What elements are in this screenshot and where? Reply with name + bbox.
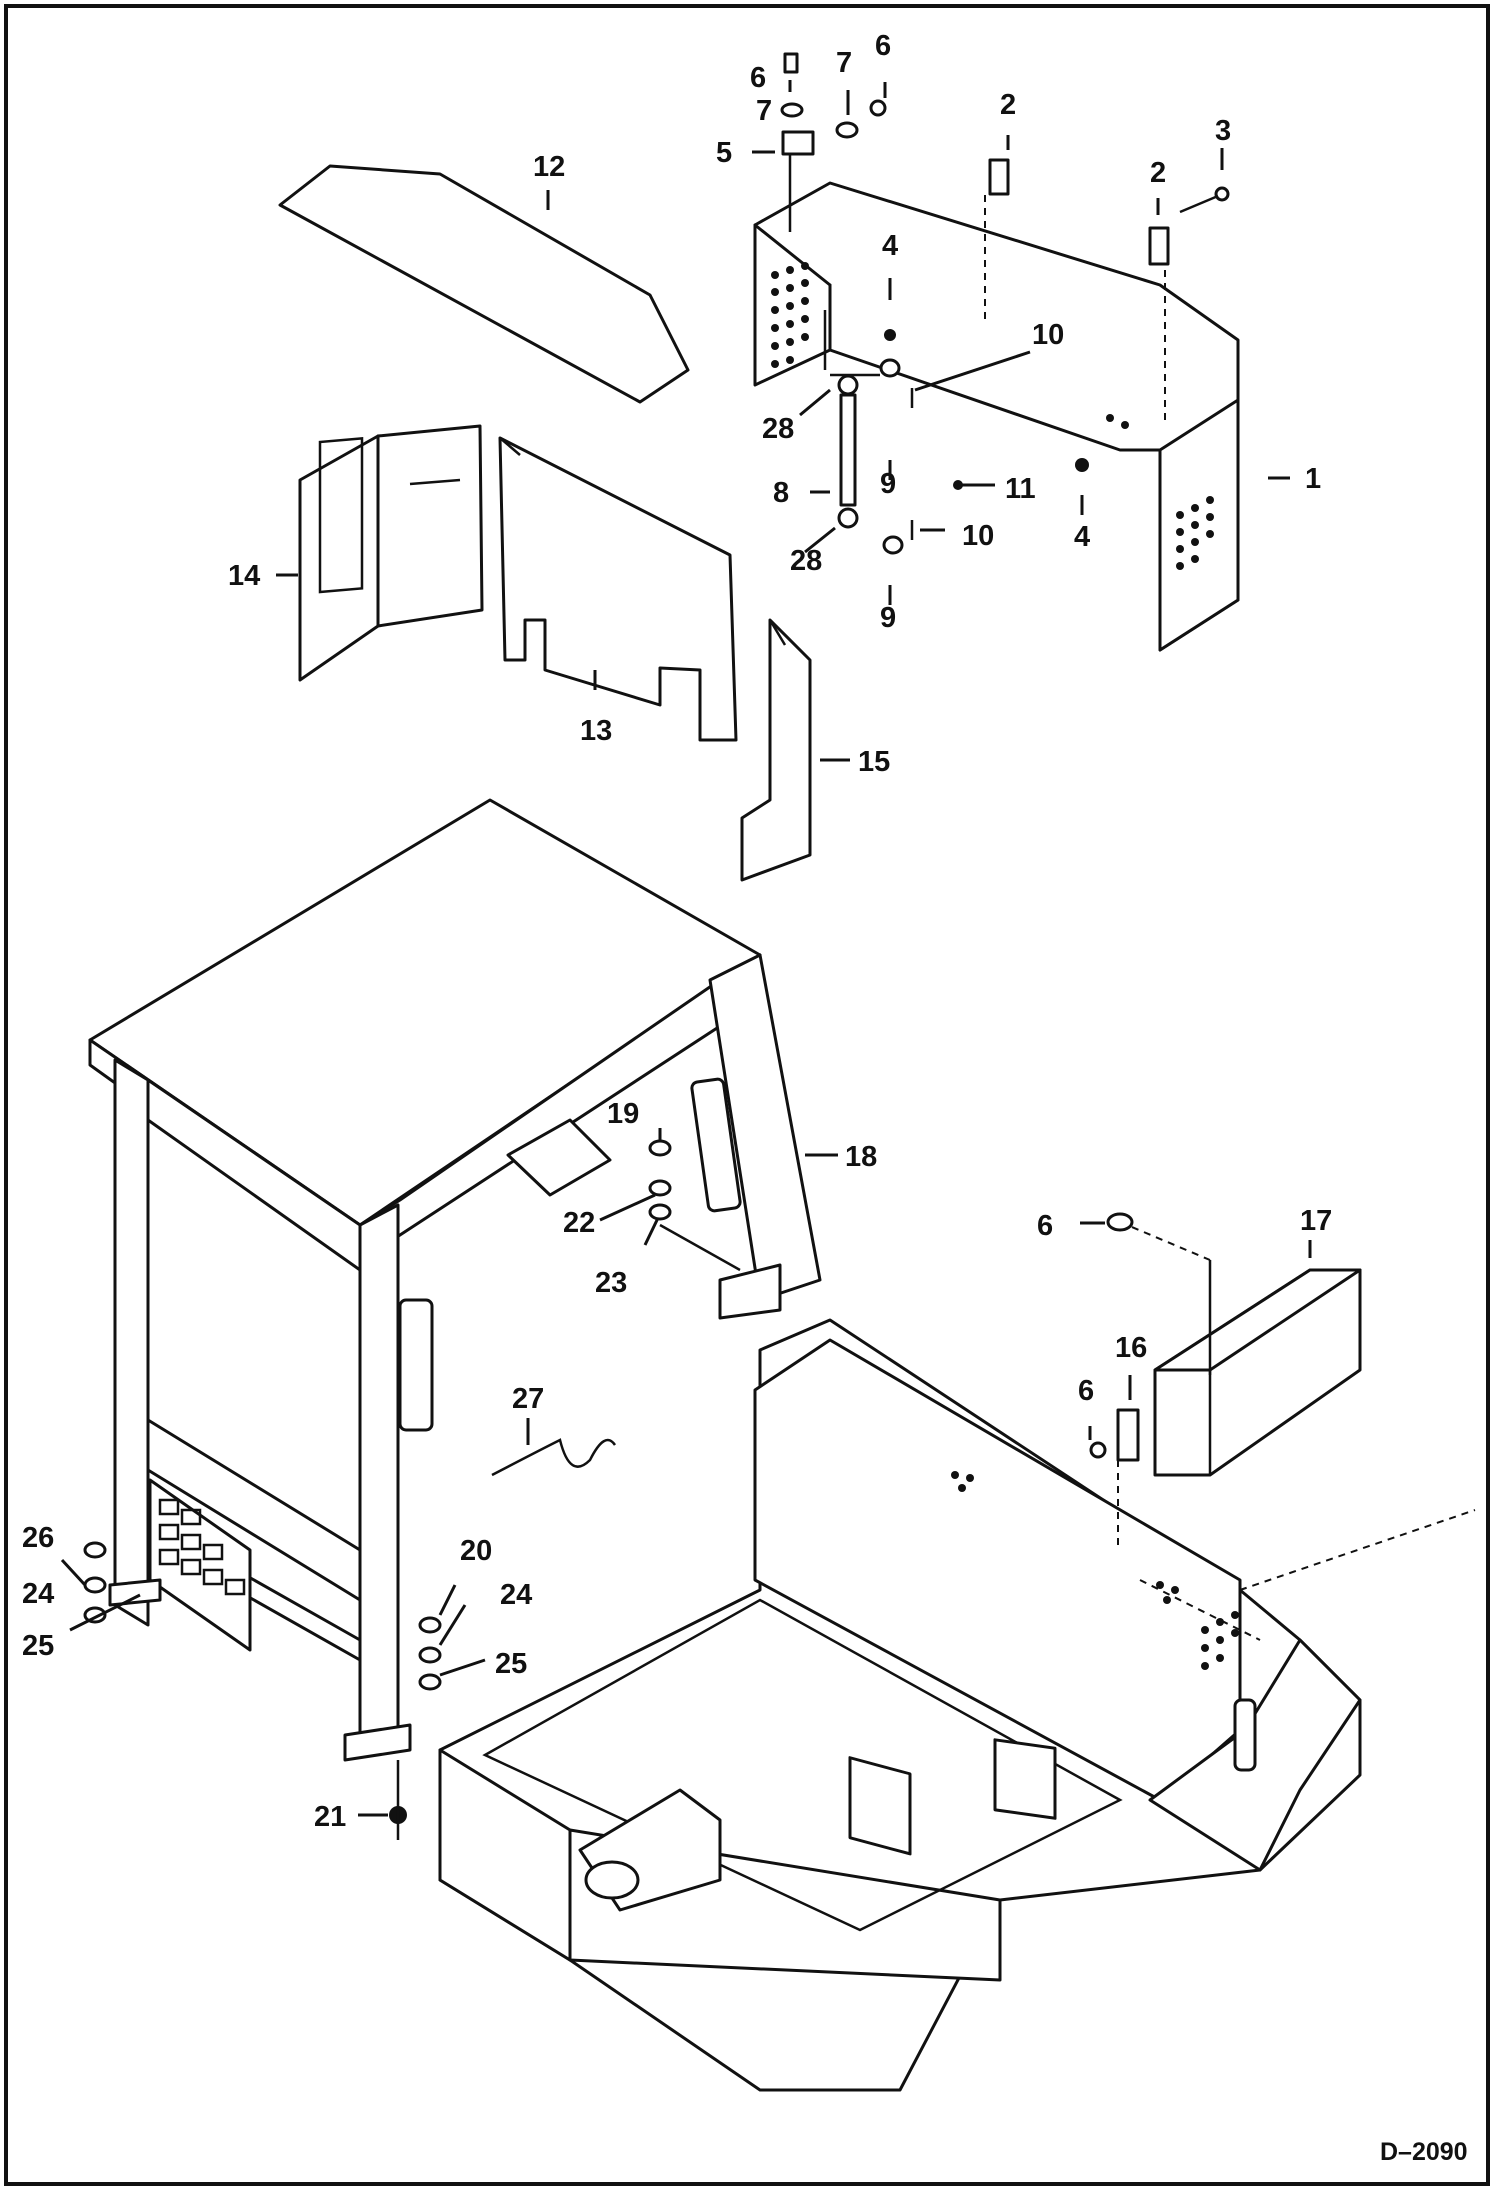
callout-10b: 10 [962, 520, 994, 552]
drawing-code: D–2090 [1380, 2138, 1468, 2166]
callout-3: 3 [1215, 115, 1231, 147]
callout-6d: 6 [1078, 1375, 1094, 1407]
callout-7b: 7 [756, 95, 772, 127]
part-16-bracket [1089, 1212, 1140, 1550]
callout-8: 8 [773, 477, 789, 509]
callouts: 12 1 2 2 3 4 4 5 6 6 7 7 10 28 9 11 8 10… [22, 30, 1332, 1833]
callout-12: 12 [533, 151, 565, 183]
callout-14: 14 [228, 560, 260, 592]
part-12-top-panel [278, 164, 690, 404]
part-13-rear-panel [498, 436, 738, 742]
callout-13: 13 [580, 715, 612, 747]
callout-9b: 9 [880, 602, 896, 634]
callout-2b: 2 [1150, 157, 1166, 189]
callout-20: 20 [460, 1535, 492, 1567]
callout-24b: 24 [500, 1579, 532, 1611]
vent-grille-left [771, 262, 809, 368]
callout-2a: 2 [1000, 89, 1016, 121]
callout-27: 27 [512, 1383, 544, 1415]
callout-9a: 9 [880, 468, 896, 500]
part-27-wire-harness [491, 1438, 617, 1477]
callout-18: 18 [845, 1141, 877, 1173]
callout-4a: 4 [882, 230, 898, 262]
callout-21: 21 [314, 1801, 346, 1833]
gas-spring-icon [823, 310, 880, 529]
part-14-door-panel [298, 424, 484, 682]
callout-28a: 28 [762, 413, 794, 445]
callout-6c: 6 [1037, 1210, 1053, 1242]
latch-icon [988, 158, 1170, 266]
control-buttons [158, 1498, 246, 1596]
callout-6a: 6 [750, 62, 766, 94]
part-1-engine-cover [753, 181, 1240, 652]
callout-7a: 7 [836, 47, 852, 79]
callout-4b: 4 [1074, 521, 1090, 553]
bolt-icon [783, 52, 1230, 214]
part-15-side-trim [740, 618, 812, 882]
base-frame [438, 1318, 1476, 2092]
nut-icon [83, 1139, 741, 1840]
callout-16: 16 [1115, 1332, 1147, 1364]
callout-22: 22 [563, 1207, 595, 1239]
callout-28b: 28 [790, 545, 822, 577]
part-17-tray [1119, 1221, 1362, 1477]
callout-15: 15 [858, 746, 890, 778]
vent-grille-base [1201, 1611, 1239, 1670]
callout-25a: 25 [22, 1630, 54, 1662]
callout-25b: 25 [495, 1648, 527, 1680]
callout-5: 5 [716, 137, 732, 169]
part-18-canopy [88, 798, 822, 1762]
callout-26: 26 [22, 1522, 54, 1554]
callout-19: 19 [607, 1098, 639, 1130]
callout-23: 23 [595, 1267, 627, 1299]
washer-icon [780, 102, 1089, 555]
hinge-icon [781, 130, 815, 232]
callout-11: 11 [1005, 473, 1036, 505]
callout-17: 17 [1300, 1205, 1332, 1237]
vent-grille-right [1176, 496, 1214, 570]
callout-24a: 24 [22, 1578, 54, 1610]
leader-lines [60, 80, 1312, 1817]
callout-1: 1 [1305, 463, 1321, 495]
callout-6b: 6 [875, 30, 891, 62]
callout-10a: 10 [1032, 319, 1064, 351]
